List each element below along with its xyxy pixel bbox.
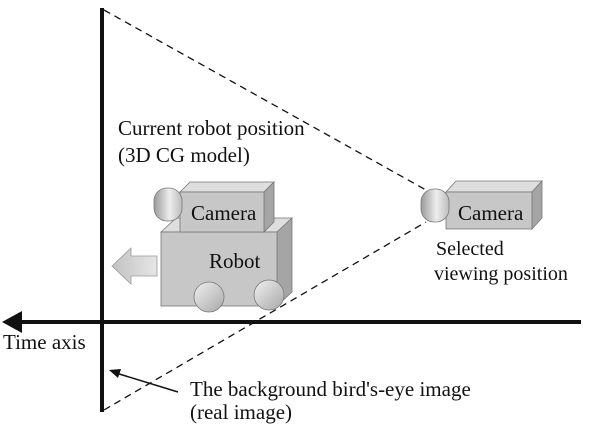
robot-camera-model [153, 181, 275, 233]
robot-camera-top [179, 181, 275, 193]
viewpoint-camera-label: Camera [458, 201, 524, 225]
robot-wheel-left [193, 281, 225, 313]
robot-wheel-right [253, 279, 285, 311]
background-image-label-line1: The background bird's-eye image [190, 377, 471, 401]
selected-label-line2: viewing position [434, 263, 568, 285]
current-position-label-line2: (3D CG model) [118, 143, 250, 167]
viewpoint-camera-lens [420, 188, 450, 223]
pointer-arrow-line [115, 372, 179, 393]
motion-arrow-icon [111, 247, 158, 285]
time-axis-arrowhead [2, 311, 22, 333]
selected-label-line1: Selected [436, 238, 504, 260]
pointer-arrow-head [109, 369, 121, 378]
viewpoint-camera-model [420, 179, 543, 231]
viewpoint-camera-front [445, 191, 533, 230]
current-position-label-line1: Current robot position [118, 116, 305, 140]
viewpoint-camera-top [445, 180, 543, 193]
time-axis-label: Time axis [3, 330, 86, 354]
background-image-label-line2: (real image) [190, 400, 293, 424]
robot-label: Robot [209, 249, 261, 273]
robot-camera-label: Camera [191, 201, 257, 225]
frustum-upper-line [103, 9, 427, 191]
frustum-lower-line [103, 221, 427, 411]
robot-camera-lens [153, 187, 183, 222]
